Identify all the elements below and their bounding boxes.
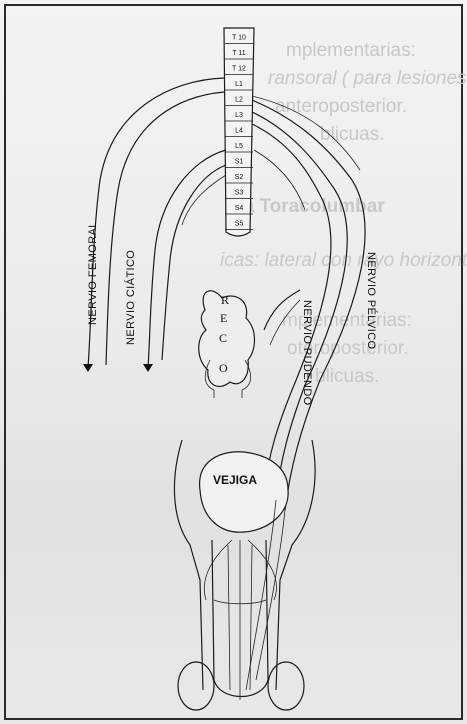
pelvic-nerve-2 (252, 112, 347, 500)
organ-letter-r: R (221, 293, 229, 307)
sciatic-arrowhead (143, 364, 153, 372)
pelvic-nerve-3 (252, 124, 331, 490)
pelvic-nerve-label: NERVIO PÉLVICO (365, 252, 378, 350)
femoral-nerve-label: NERVIO FEMORAL (87, 221, 99, 325)
pudendal-nerve (264, 290, 300, 330)
vertebra-label-l1: L1 (235, 81, 243, 88)
vertebra-label-l5: L5 (235, 143, 243, 150)
vertebra-label-l2: L2 (235, 97, 243, 104)
vertebra-label-l3: L3 (235, 112, 243, 119)
vertebra-label-t12: T 12 (232, 66, 246, 73)
sciatic-nerve-label: NERVIO CIÁTICO (124, 250, 137, 345)
vertebra-label-s3: S3 (235, 190, 244, 197)
vertebra-label-s5: S5 (235, 221, 244, 228)
vertebra-label-t11: T 11 (232, 50, 245, 57)
vertebra-label-s2: S2 (235, 174, 244, 181)
vertebra-label-s4: S4 (235, 205, 244, 212)
organ-letter-c: C (219, 331, 227, 345)
vertebra-label-s1: S1 (235, 159, 244, 166)
vertebra-label-l4: L4 (235, 128, 243, 135)
bladder-label: VEJIGA (213, 473, 257, 487)
spinal-organ-cluster: R E C O (199, 291, 255, 398)
vertebra-label-t10: T 10 (232, 35, 246, 42)
bladder: VEJIGA (200, 452, 289, 532)
femoral-arrowhead (83, 364, 93, 372)
pudendal-nerve-label: NERVIO PUDENDO (301, 300, 313, 406)
organ-letter-o: O (219, 361, 228, 375)
organ-letter-e: E (220, 311, 227, 325)
